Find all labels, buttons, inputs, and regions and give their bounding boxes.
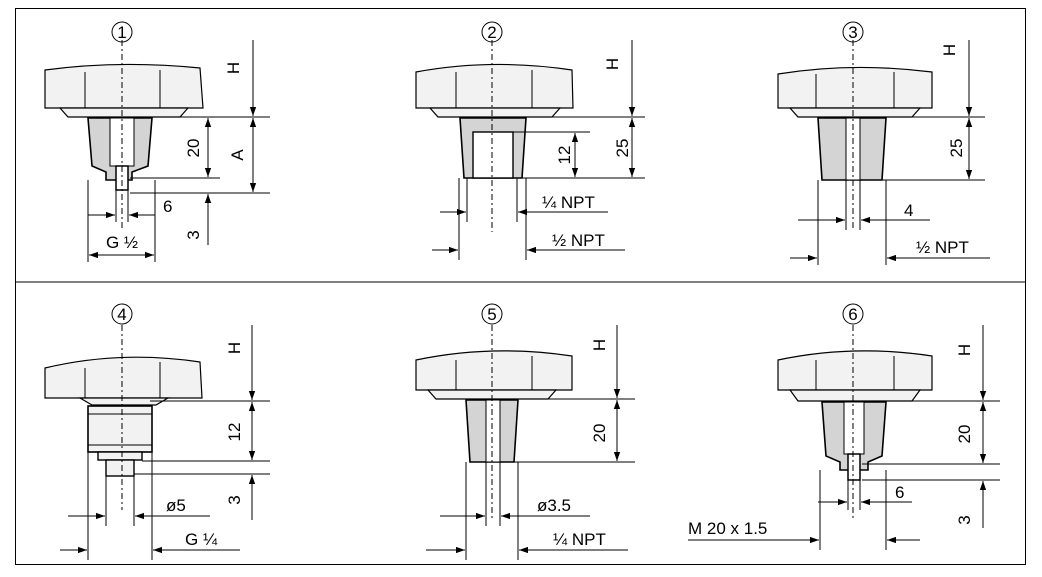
figure-1-dim-3: 3 [184, 230, 203, 239]
figure-6-dim-thread: M 20 x 1.5 [688, 519, 767, 538]
figure-6-dim-20: 20 [955, 425, 974, 444]
figure-3-dim-h: H [940, 44, 959, 56]
figure-2-dim-outer: ½ NPT [552, 231, 605, 250]
figure-4-hex-nut [44, 356, 203, 399]
figure-1-dim-thread: G ½ [106, 233, 138, 252]
figure-5: 5 H 20 ø3.5 ¼ NPT [415, 303, 635, 560]
figure-3-dim-outer: ½ NPT [916, 238, 969, 257]
drawing-border [15, 8, 1026, 565]
figure-3: 3 H 25 4 ½ NPT [777, 21, 990, 265]
figure-5-dim-h: H [590, 339, 609, 351]
figure-4-dim-12: 12 [225, 423, 244, 442]
figure-6-number: 6 [848, 305, 857, 324]
figure-6-hex-nut [777, 350, 933, 391]
figure-6-dim-h: H [955, 344, 974, 356]
figure-2-number: 2 [487, 23, 496, 42]
figure-5-hex-nut [415, 350, 573, 391]
figure-4: 4 H 12 3 ø5 G ¼ [44, 303, 270, 560]
figure-4-dim-h: H [225, 342, 244, 354]
figure-6: 6 H 20 3 6 M 20 x 1.5 [688, 303, 1000, 550]
figure-3-dim-25: 25 [947, 139, 966, 158]
figure-5-dim-thread: ¼ NPT [553, 530, 606, 549]
figure-5-number: 5 [487, 305, 496, 324]
figure-1-dim-a: A [228, 149, 247, 161]
figure-2-dim-h: H [603, 58, 622, 70]
figure-6-dim-3: 3 [955, 515, 974, 524]
figure-2-dim-25: 25 [613, 139, 632, 158]
figure-2-dim-inner: ¼ NPT [542, 193, 595, 212]
figure-5-dim-bore: ø3.5 [537, 496, 571, 515]
figure-6-dim-6: 6 [895, 483, 904, 502]
figure-3-dim-4: 4 [904, 201, 913, 220]
figure-2: 2 H 25 12 ¼ NPT ½ NPT [415, 21, 645, 260]
figure-1: 1 H A 20 3 6 G ½ [44, 21, 270, 262]
figure-1-dim-6: 6 [163, 197, 172, 216]
figure-1-hex-nut [44, 63, 204, 109]
figure-2-hex-nut [415, 63, 574, 109]
figure-3-hex-nut [777, 66, 933, 109]
figure-1-number: 1 [117, 23, 126, 42]
figure-4-dim-3: 3 [225, 495, 244, 504]
figure-1-dim-h: H [224, 62, 243, 74]
figure-4-number: 4 [117, 305, 126, 324]
figure-5-dim-20: 20 [590, 424, 609, 443]
figure-2-dim-12: 12 [555, 146, 574, 165]
figure-3-number: 3 [848, 23, 857, 42]
figure-4-dim-bore: ø5 [166, 496, 186, 515]
figure-1-dim-20: 20 [184, 139, 203, 158]
figure-4-dim-thread: G ¼ [185, 530, 218, 549]
